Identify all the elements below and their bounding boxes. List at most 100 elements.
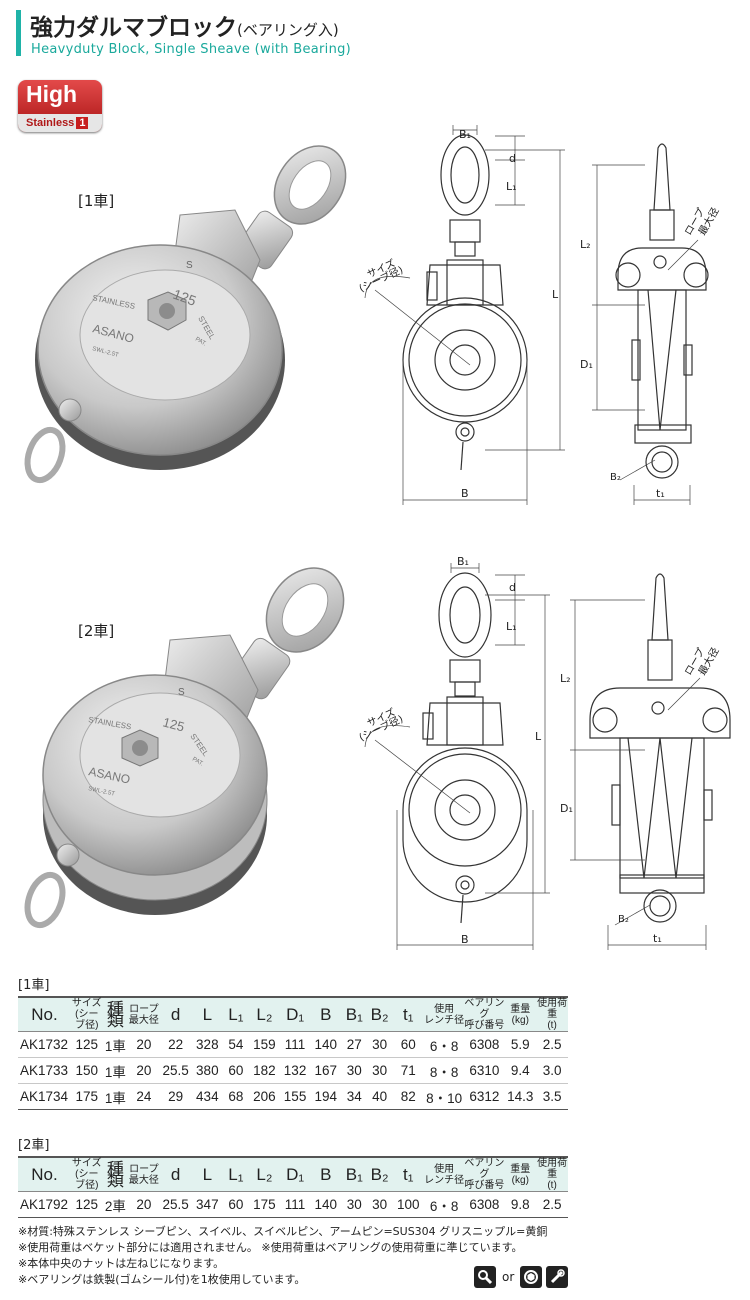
dim-d: d bbox=[509, 152, 516, 165]
cell-d1: 132 bbox=[280, 1057, 310, 1084]
photo2-size-text: 125 bbox=[161, 714, 186, 734]
cell-load: 2.5 bbox=[536, 1031, 568, 1058]
cell-b2: 30 bbox=[366, 1031, 393, 1058]
cell-weight: 14.3 bbox=[504, 1083, 537, 1110]
photo2-pat-text: PAT. bbox=[191, 757, 204, 768]
box-wrench-icon bbox=[546, 1266, 569, 1288]
col-header-l: L bbox=[191, 1156, 224, 1192]
cell-no: AK1732 bbox=[18, 1031, 71, 1058]
col-header-type: 種類 bbox=[102, 1156, 129, 1192]
dim-l: L bbox=[552, 288, 559, 301]
cell-l1: 60 bbox=[223, 1057, 249, 1084]
cell-type: 1車 bbox=[102, 1057, 129, 1084]
dim-b: B bbox=[461, 487, 469, 500]
cell-l1: 68 bbox=[223, 1083, 249, 1110]
product-photo-single-sheave: STAINLESS 125 STEEL ASANO SWL-2.5T PAT. … bbox=[24, 145, 347, 484]
cell-b1: 27 bbox=[341, 1031, 367, 1058]
col-header-b: B bbox=[309, 1156, 342, 1192]
col-header-b2: B₂ bbox=[366, 1156, 393, 1192]
photo-size-text: 125 bbox=[171, 286, 199, 309]
col-header-l2: L₂ bbox=[248, 996, 281, 1032]
cell-l1: 60 bbox=[223, 1191, 249, 1218]
photo-pat-text: PAT. bbox=[194, 337, 207, 348]
table-1-caption: [1車] bbox=[18, 978, 50, 993]
product-photo-double-sheave: STAINLESS 125 STEEL ASANO SWL-2.5T PAT. … bbox=[24, 567, 345, 929]
col-header-wrench: 使用レンチ径 bbox=[424, 996, 465, 1032]
page-title: 強力ダルマブロック(ベアリング入) bbox=[30, 15, 339, 41]
cell-d1: 155 bbox=[280, 1083, 310, 1110]
dim2-l2: L₂ bbox=[560, 672, 571, 685]
cell-b2: 30 bbox=[366, 1191, 393, 1218]
cell-b1: 34 bbox=[341, 1083, 367, 1110]
cell-l1: 54 bbox=[223, 1031, 249, 1058]
cell-wrench: 8・10 bbox=[424, 1083, 465, 1110]
col-header-d1: D₁ bbox=[280, 996, 310, 1032]
section-label-1: [1車] bbox=[78, 192, 115, 210]
cell-d: 25.5 bbox=[159, 1191, 192, 1218]
note-material: ※材質:特殊ステンレス シーブピン、スイベル、スイベルピン、アームピン=SUS3… bbox=[18, 1225, 548, 1238]
socket-icon bbox=[520, 1266, 543, 1288]
cell-weight: 5.9 bbox=[504, 1031, 537, 1058]
col-header-bearing: ベアリング呼び番号 bbox=[464, 996, 505, 1032]
dim-l2: L₂ bbox=[580, 238, 591, 251]
dim2-l1: L₁ bbox=[506, 620, 517, 633]
col-header-t1: t₁ bbox=[392, 1156, 425, 1192]
drawing-2-front-view: B₁ d L₁ L B サイズ (シーブ径) bbox=[357, 555, 550, 950]
cell-b: 167 bbox=[309, 1057, 342, 1084]
cell-d: 22 bbox=[159, 1031, 192, 1058]
cell-l: 328 bbox=[191, 1031, 224, 1058]
cell-rope: 24 bbox=[128, 1083, 160, 1110]
col-header-bearing: ベアリング呼び番号 bbox=[464, 1156, 505, 1192]
cell-wrench: 6・8 bbox=[424, 1191, 465, 1218]
col-header-weight: 重量(kg) bbox=[504, 996, 537, 1032]
cell-b2: 40 bbox=[366, 1083, 393, 1110]
cell-l2: 182 bbox=[248, 1057, 281, 1084]
section-label-2: [2車] bbox=[78, 622, 115, 640]
cell-b: 140 bbox=[309, 1191, 342, 1218]
photo-mark-text: S bbox=[186, 260, 193, 271]
col-header-l1: L₁ bbox=[223, 1156, 249, 1192]
cell-no: AK1734 bbox=[18, 1083, 71, 1110]
cell-bearing: 6308 bbox=[464, 1031, 505, 1058]
dim-b2: B₂ bbox=[610, 472, 621, 483]
col-header-d: d bbox=[159, 996, 192, 1032]
cell-b: 140 bbox=[309, 1031, 342, 1058]
table-2-caption: [2車] bbox=[18, 1138, 50, 1153]
cell-size: 125 bbox=[70, 1191, 103, 1218]
drawing-1-front-view: B₁ d L₁ L B サイズ (シーブ径) bbox=[357, 125, 565, 505]
cell-l: 434 bbox=[191, 1083, 224, 1110]
wrench-icon bbox=[474, 1266, 496, 1288]
cell-l: 380 bbox=[191, 1057, 224, 1084]
col-header-d: d bbox=[159, 1156, 192, 1192]
cell-size: 125 bbox=[70, 1031, 103, 1058]
cell-d1: 111 bbox=[280, 1031, 310, 1058]
cell-t1: 71 bbox=[392, 1057, 425, 1084]
badge-grade: 1 bbox=[76, 117, 89, 129]
drawing-1-side-view: L₂ D₁ B₂ t₁ ロープ 最大径 bbox=[580, 143, 722, 505]
cell-size: 150 bbox=[70, 1057, 103, 1084]
col-header-load: 使用荷重(t) bbox=[536, 996, 568, 1032]
page-title-english: Heavyduty Block, Single Sheave (with Bea… bbox=[31, 42, 352, 57]
col-header-b2: B₂ bbox=[366, 996, 393, 1032]
cell-no: AK1733 bbox=[18, 1057, 71, 1084]
cell-wrench: 8・8 bbox=[424, 1057, 465, 1084]
cell-rope: 20 bbox=[128, 1031, 160, 1058]
cell-t1: 60 bbox=[392, 1031, 425, 1058]
tools-or-text: or bbox=[502, 1270, 515, 1284]
col-header-b1: B₁ bbox=[341, 1156, 367, 1192]
dim-d1: D₁ bbox=[580, 358, 593, 371]
col-header-rope: ロープ最大径 bbox=[128, 996, 160, 1032]
tool-icons: or bbox=[474, 1266, 569, 1288]
cell-bearing: 6310 bbox=[464, 1057, 505, 1084]
cell-t1: 82 bbox=[392, 1083, 425, 1110]
cell-bearing: 6312 bbox=[464, 1083, 505, 1110]
cell-type: 2車 bbox=[102, 1191, 129, 1218]
col-header-size: サイズ(シーブ径) bbox=[70, 996, 103, 1032]
dim2-b: B bbox=[461, 933, 469, 946]
cell-rope: 20 bbox=[128, 1191, 160, 1218]
cell-load: 3.0 bbox=[536, 1057, 568, 1084]
